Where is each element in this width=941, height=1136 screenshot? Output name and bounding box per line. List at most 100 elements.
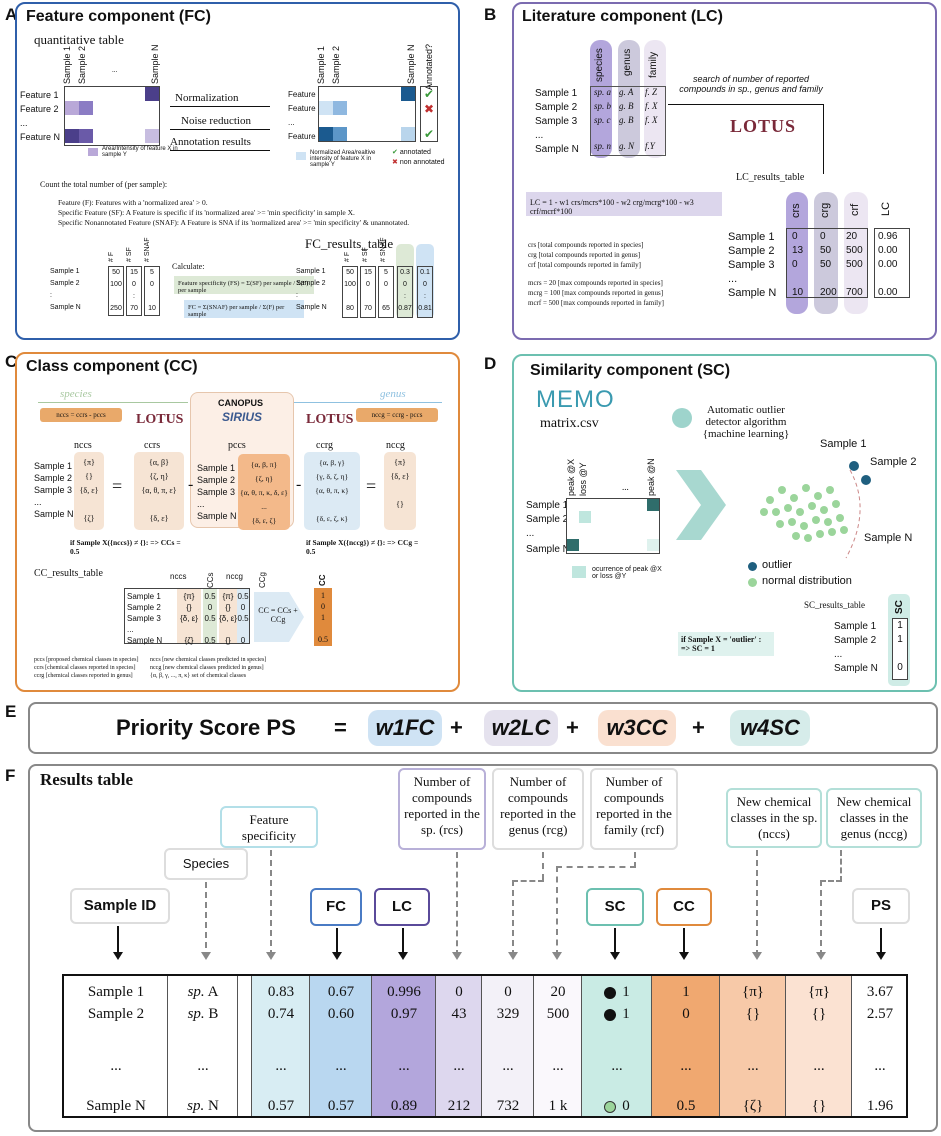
d-occ-legend: ocurrence of peak @X or loss @Y bbox=[592, 566, 662, 580]
sc-dot-icon bbox=[604, 1008, 617, 1021]
b-col-family: family bbox=[648, 51, 659, 78]
panel-d-title: Similarity component (SC) bbox=[530, 362, 731, 379]
cell-lc-row2: 0.97 bbox=[390, 1006, 418, 1022]
panel-b bbox=[512, 2, 937, 340]
c-nccg-head: nccg bbox=[386, 440, 405, 451]
arrowhead-sc bbox=[610, 952, 620, 960]
panel-letter-e: E bbox=[5, 702, 17, 721]
cell-cc-row2: 0 bbox=[682, 1006, 690, 1022]
b-legend: crs [total compounds reported in species… bbox=[528, 241, 664, 307]
arrowhead-fc bbox=[332, 952, 342, 960]
arrowhead-sample-id bbox=[113, 952, 123, 960]
a-quant-matrix bbox=[64, 86, 160, 146]
a-norm-matrix bbox=[318, 86, 416, 142]
panel-e bbox=[28, 702, 938, 754]
cell-id-row1: Sample 1 bbox=[87, 984, 145, 1000]
d-scatter bbox=[760, 461, 871, 559]
c-pccs-label: pccs bbox=[228, 440, 246, 451]
panel-f-title: Results table bbox=[40, 770, 134, 789]
ps-label: Priority Score PS bbox=[116, 715, 296, 740]
a-sample-header: Sample 1 Sample 2 ... Sample N bbox=[62, 44, 160, 84]
a-area-legend-swatch bbox=[88, 148, 98, 156]
b-search-text: search of number of reported compounds i… bbox=[679, 74, 823, 94]
lotus-logo: LOTUS bbox=[730, 116, 797, 136]
arrow-line-fc bbox=[336, 928, 338, 954]
a-area-legend: Area/Intensity of feature X in sample Y bbox=[102, 146, 178, 158]
cell-ps-row2: 2.57 bbox=[866, 1006, 894, 1022]
results-table bbox=[62, 974, 908, 1118]
col-species bbox=[168, 976, 238, 1116]
d-outlier-dot bbox=[748, 562, 757, 571]
c-nccs-formula: nccs = ccrs - pccs bbox=[40, 408, 122, 422]
step-normalization: Normalization bbox=[175, 92, 239, 104]
c-minus-left: - bbox=[188, 476, 194, 493]
b-res-col-lc: LC bbox=[880, 201, 892, 216]
b-species-col bbox=[590, 40, 612, 158]
a-fs-formula: Feature specificity (FS) = Σ(SF) per sam… bbox=[174, 276, 314, 294]
col-nccg bbox=[786, 976, 852, 1116]
cell-sp-row3: ... bbox=[197, 1058, 209, 1074]
cell-fc-row3: ... bbox=[335, 1058, 347, 1074]
panel-f bbox=[28, 764, 938, 1132]
cell-nccg-row1: {π} bbox=[808, 984, 830, 1000]
c-ccrg-col: {α, β, γ}{γ, δ, ζ, η}{α, θ, π, κ} {δ, ε,… bbox=[304, 452, 360, 530]
arrowhead-ps bbox=[876, 952, 886, 960]
c-nccs-head: nccs bbox=[74, 440, 92, 451]
cell-rcf-row3: ... bbox=[552, 1058, 564, 1074]
cell-nccs-row3: ... bbox=[747, 1058, 759, 1074]
b-lc-formula: LC = 1 - w1 crs/mcrs*100 - w2 crg/mcrg*1… bbox=[526, 192, 722, 216]
step-noise: Noise reduction bbox=[181, 115, 251, 127]
panel-a-title: Feature component (FC) bbox=[26, 8, 211, 25]
cell-id-row2: Sample 2 bbox=[87, 1006, 145, 1022]
b-crf-col bbox=[844, 192, 868, 314]
d-occ-swatch bbox=[572, 566, 586, 578]
d-sample2-label: Sample 2 bbox=[870, 456, 917, 468]
c-minus-right: - bbox=[296, 476, 302, 493]
arrow-line-rcs bbox=[456, 852, 458, 956]
ps-term-lc: w2LC bbox=[484, 710, 558, 746]
c-canopus: CANOPUS bbox=[218, 398, 264, 408]
col-cc bbox=[652, 976, 720, 1116]
cell-fs-row4: 0.57 bbox=[267, 1098, 295, 1114]
c-pccs-col: {α, β, π}{ζ, η}{α, θ, π, κ, δ, ε}...{δ, … bbox=[238, 454, 290, 530]
cell-rcs-row3: ... bbox=[453, 1058, 465, 1074]
d-normal-label: normal distribution bbox=[762, 575, 852, 587]
cell-rcs-row4: 212 bbox=[447, 1098, 471, 1114]
cell-fs-row3: ... bbox=[275, 1058, 287, 1074]
cell-cc-row3: ... bbox=[680, 1058, 692, 1074]
cell-fs-row2: 0.74 bbox=[267, 1006, 295, 1022]
header-rcg: Number of compounds reported in the genu… bbox=[492, 768, 584, 850]
b-col-genus: genus bbox=[622, 48, 633, 76]
arrowhead-nccg bbox=[816, 952, 826, 960]
header-rcf: Number of compounds reported in the fami… bbox=[590, 768, 678, 850]
arrowhead-rcg bbox=[508, 952, 518, 960]
d-outlier-label: outlier bbox=[762, 559, 792, 571]
arrow-annotation bbox=[170, 150, 270, 151]
ps-term-fc: w1FC bbox=[368, 710, 442, 746]
c-nccg-formula: nccg = ccrg - pccs bbox=[356, 408, 438, 422]
panel-a-subtitle: quantitative table bbox=[34, 32, 124, 47]
cell-nccs-row4: {ζ} bbox=[742, 1098, 764, 1114]
d-samplen-label: Sample N bbox=[864, 532, 913, 544]
cell-nccs-row2: {} bbox=[745, 1006, 761, 1022]
b-res-col-crg: crg bbox=[819, 202, 831, 218]
a-calculate: Calculate: bbox=[172, 262, 205, 271]
cell-fc-row2: 0.60 bbox=[327, 1006, 355, 1022]
col-fs bbox=[252, 976, 310, 1116]
b-genus-col bbox=[618, 40, 640, 158]
c-genus-bracket bbox=[292, 402, 442, 403]
d-matrix-label: matrix.csv bbox=[540, 416, 599, 431]
arrow-line-nccg-c bbox=[820, 880, 822, 956]
c-results-title: CC_results_table bbox=[34, 568, 103, 579]
arrow-line-nccs bbox=[756, 850, 758, 956]
header-nccg: New chemical classes in the genus (nccg) bbox=[826, 788, 922, 848]
d-sample1-label: Sample 1 bbox=[820, 438, 867, 450]
ps-term-cc: w3CC bbox=[598, 710, 676, 746]
a-norm-legend-swatch bbox=[296, 152, 306, 160]
